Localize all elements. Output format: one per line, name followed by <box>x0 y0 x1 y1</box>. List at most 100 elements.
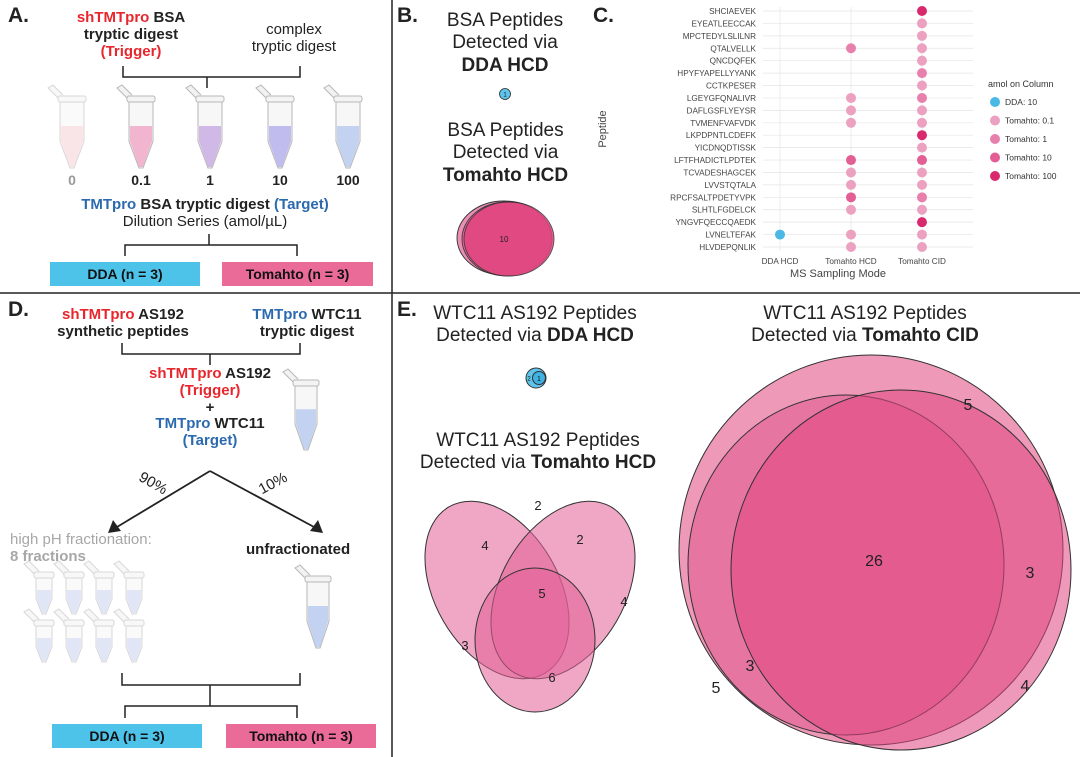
e-cid-count-5: 4 <box>1021 678 1030 695</box>
legend-swatch <box>990 115 1000 126</box>
fraction-tube-2 <box>83 560 115 615</box>
y-tick-label: RPCFSALTPDETYVPK <box>670 193 756 202</box>
data-point <box>917 18 927 29</box>
legend-item: DDA: 10 <box>1005 97 1037 107</box>
legend-title: amol on Column <box>988 79 1054 89</box>
target-paren: (Target) <box>274 196 329 213</box>
panel-a-letter: A. <box>8 4 29 27</box>
legend-item: Tomahto: 1 <box>1005 134 1047 144</box>
data-point <box>917 30 927 41</box>
data-point <box>846 179 856 190</box>
d-mix-blue: TMTpro <box>155 415 211 433</box>
data-point <box>917 142 927 153</box>
trigger-rest: BSA <box>149 9 186 26</box>
b-title1-line3: DDA HCD <box>461 54 549 76</box>
e-cid-count-0: 5 <box>964 397 973 414</box>
y-tick-label: SHCIAEVEK <box>709 7 756 16</box>
data-point <box>917 155 927 166</box>
e-hcd-count-3: 5 <box>538 586 545 601</box>
e-hcd-count-6: 6 <box>548 670 555 685</box>
panel-a-dilution-labels: 0 0.1 1 10 100 <box>0 172 392 192</box>
data-point <box>846 105 856 116</box>
e-hcd-title2-pre: Detected via <box>419 452 531 474</box>
legend-item: Tomahto: 0.1 <box>1005 116 1054 126</box>
legend-item: Tomahto: 10 <box>1005 153 1052 163</box>
e-hcd-count-1: 4 <box>481 538 488 553</box>
panel-b-letter: B. <box>397 4 418 27</box>
fraction-tube-4 <box>23 608 55 663</box>
b-title1-line2: Detected via <box>452 32 558 54</box>
data-point <box>846 92 856 103</box>
y-tick-label: YICDNQDTISSK <box>695 144 757 153</box>
e-cid-title2-pre: Detected via <box>751 325 863 347</box>
panel-c-dot-chart: SHCIAEVEKEYEATLEECCAKMPCTEDYLSLILNRQTALV… <box>597 6 1057 280</box>
trigger-line2: tryptic digest <box>83 25 179 43</box>
data-point <box>917 68 927 79</box>
panel-d-lines <box>108 343 323 718</box>
e-cid-count-3: 3 <box>746 658 755 675</box>
data-point <box>917 204 927 215</box>
data-point <box>917 130 927 141</box>
legend-swatch <box>990 171 1000 181</box>
tube-0 <box>47 84 87 169</box>
trigger-red: shTMTpro <box>76 9 150 26</box>
legend-swatch <box>990 134 1000 144</box>
panel-e-hcd-venn: 2 4 2 5 4 3 6 <box>424 498 636 713</box>
y-tick-label: LKPDPNTLCDEFK <box>686 131 757 140</box>
d-mix-rest: AS192 <box>221 365 271 382</box>
panel-d-letter: D. <box>8 298 29 321</box>
panel-a-dda-badge: DDA (n = 3) <box>50 262 200 286</box>
panel-e-cid-venn: 5 26 3 3 5 4 <box>678 354 1072 751</box>
b-title2-line1: BSA Peptides <box>447 120 564 141</box>
y-tick-label: LVNELTEFAK <box>705 231 756 240</box>
panel-b-dda-venn: 1 <box>499 88 511 100</box>
data-point <box>917 117 927 128</box>
data-point <box>917 192 927 203</box>
panel-d-fractionation-label: high pH fractionation: 8 fractions <box>10 531 210 566</box>
target-blue: TMTpro <box>81 196 137 213</box>
panel-a-trigger-label: shTMTpro BSA tryptic digest (Trigger) <box>56 9 206 60</box>
d-trig-rest: AS192 <box>134 306 184 323</box>
dilution-label-2: 1 <box>206 172 214 188</box>
data-point <box>917 6 927 16</box>
d-mix-red: shTMTpro <box>149 365 222 382</box>
complex-line2: tryptic digest <box>251 37 337 55</box>
e-cid-title2-bold: Tomahto CID <box>862 325 979 347</box>
d-trig-red: shTMTpro <box>62 306 135 323</box>
b-dda-count: 1 <box>503 93 507 99</box>
e-dda-title1: WTC11 AS192 Peptides <box>433 303 637 324</box>
e-dda-title2-bold: DDA HCD <box>547 325 634 347</box>
data-point <box>917 242 927 252</box>
panel-d-tomahto-badge: Tomahto (n = 3) <box>226 724 376 748</box>
data-point <box>846 43 856 54</box>
e-cid-count-4: 5 <box>712 680 721 697</box>
complex-line1: complex <box>266 21 322 38</box>
d-trig-line2: synthetic peptides <box>57 322 189 340</box>
y-tick-label: LGEYGFQNALIVR <box>687 94 756 103</box>
d-tgt-line2: tryptic digest <box>259 322 355 340</box>
panel-d-unfractionated-label: unfractionated <box>246 541 351 558</box>
y-tick-label: CCTKPESER <box>706 82 756 91</box>
y-tick-label: MPCTEDYLSLILNR <box>683 32 756 41</box>
data-point <box>917 80 927 91</box>
panel-a-complex-label: complex tryptic digest <box>224 21 364 56</box>
data-point <box>846 117 856 128</box>
d-mix-trigger: (Trigger) <box>179 381 241 399</box>
data-point <box>917 105 927 116</box>
dilution-label-0: 0 <box>68 172 76 188</box>
panel-e-cid-title: WTC11 AS192 Peptides Detected via Tomaht… <box>720 303 1010 348</box>
b-title1-line1: BSA Peptides <box>446 10 564 31</box>
e-cid-count-2: 3 <box>1026 565 1035 582</box>
mix-tube <box>282 368 320 451</box>
y-tick-label: YNGVFQECCQAEDK <box>675 218 756 227</box>
x-tick-label: Tomahto CID <box>898 257 946 266</box>
panel-d-mix-tube <box>282 368 320 451</box>
dilution-series: Dilution Series (amol/µL) <box>122 212 288 230</box>
panel-e-hcd-title: WTC11 AS192 Peptides Detected via Tomaht… <box>398 430 678 475</box>
panel-a-bottom-bracket <box>124 234 298 256</box>
b-title2-line3: Tomahto HCD <box>442 164 569 186</box>
d-mix-target: (Target) <box>182 432 238 450</box>
y-axis-title: Peptide <box>597 110 609 147</box>
target-mid: BSA tryptic digest <box>136 196 275 213</box>
